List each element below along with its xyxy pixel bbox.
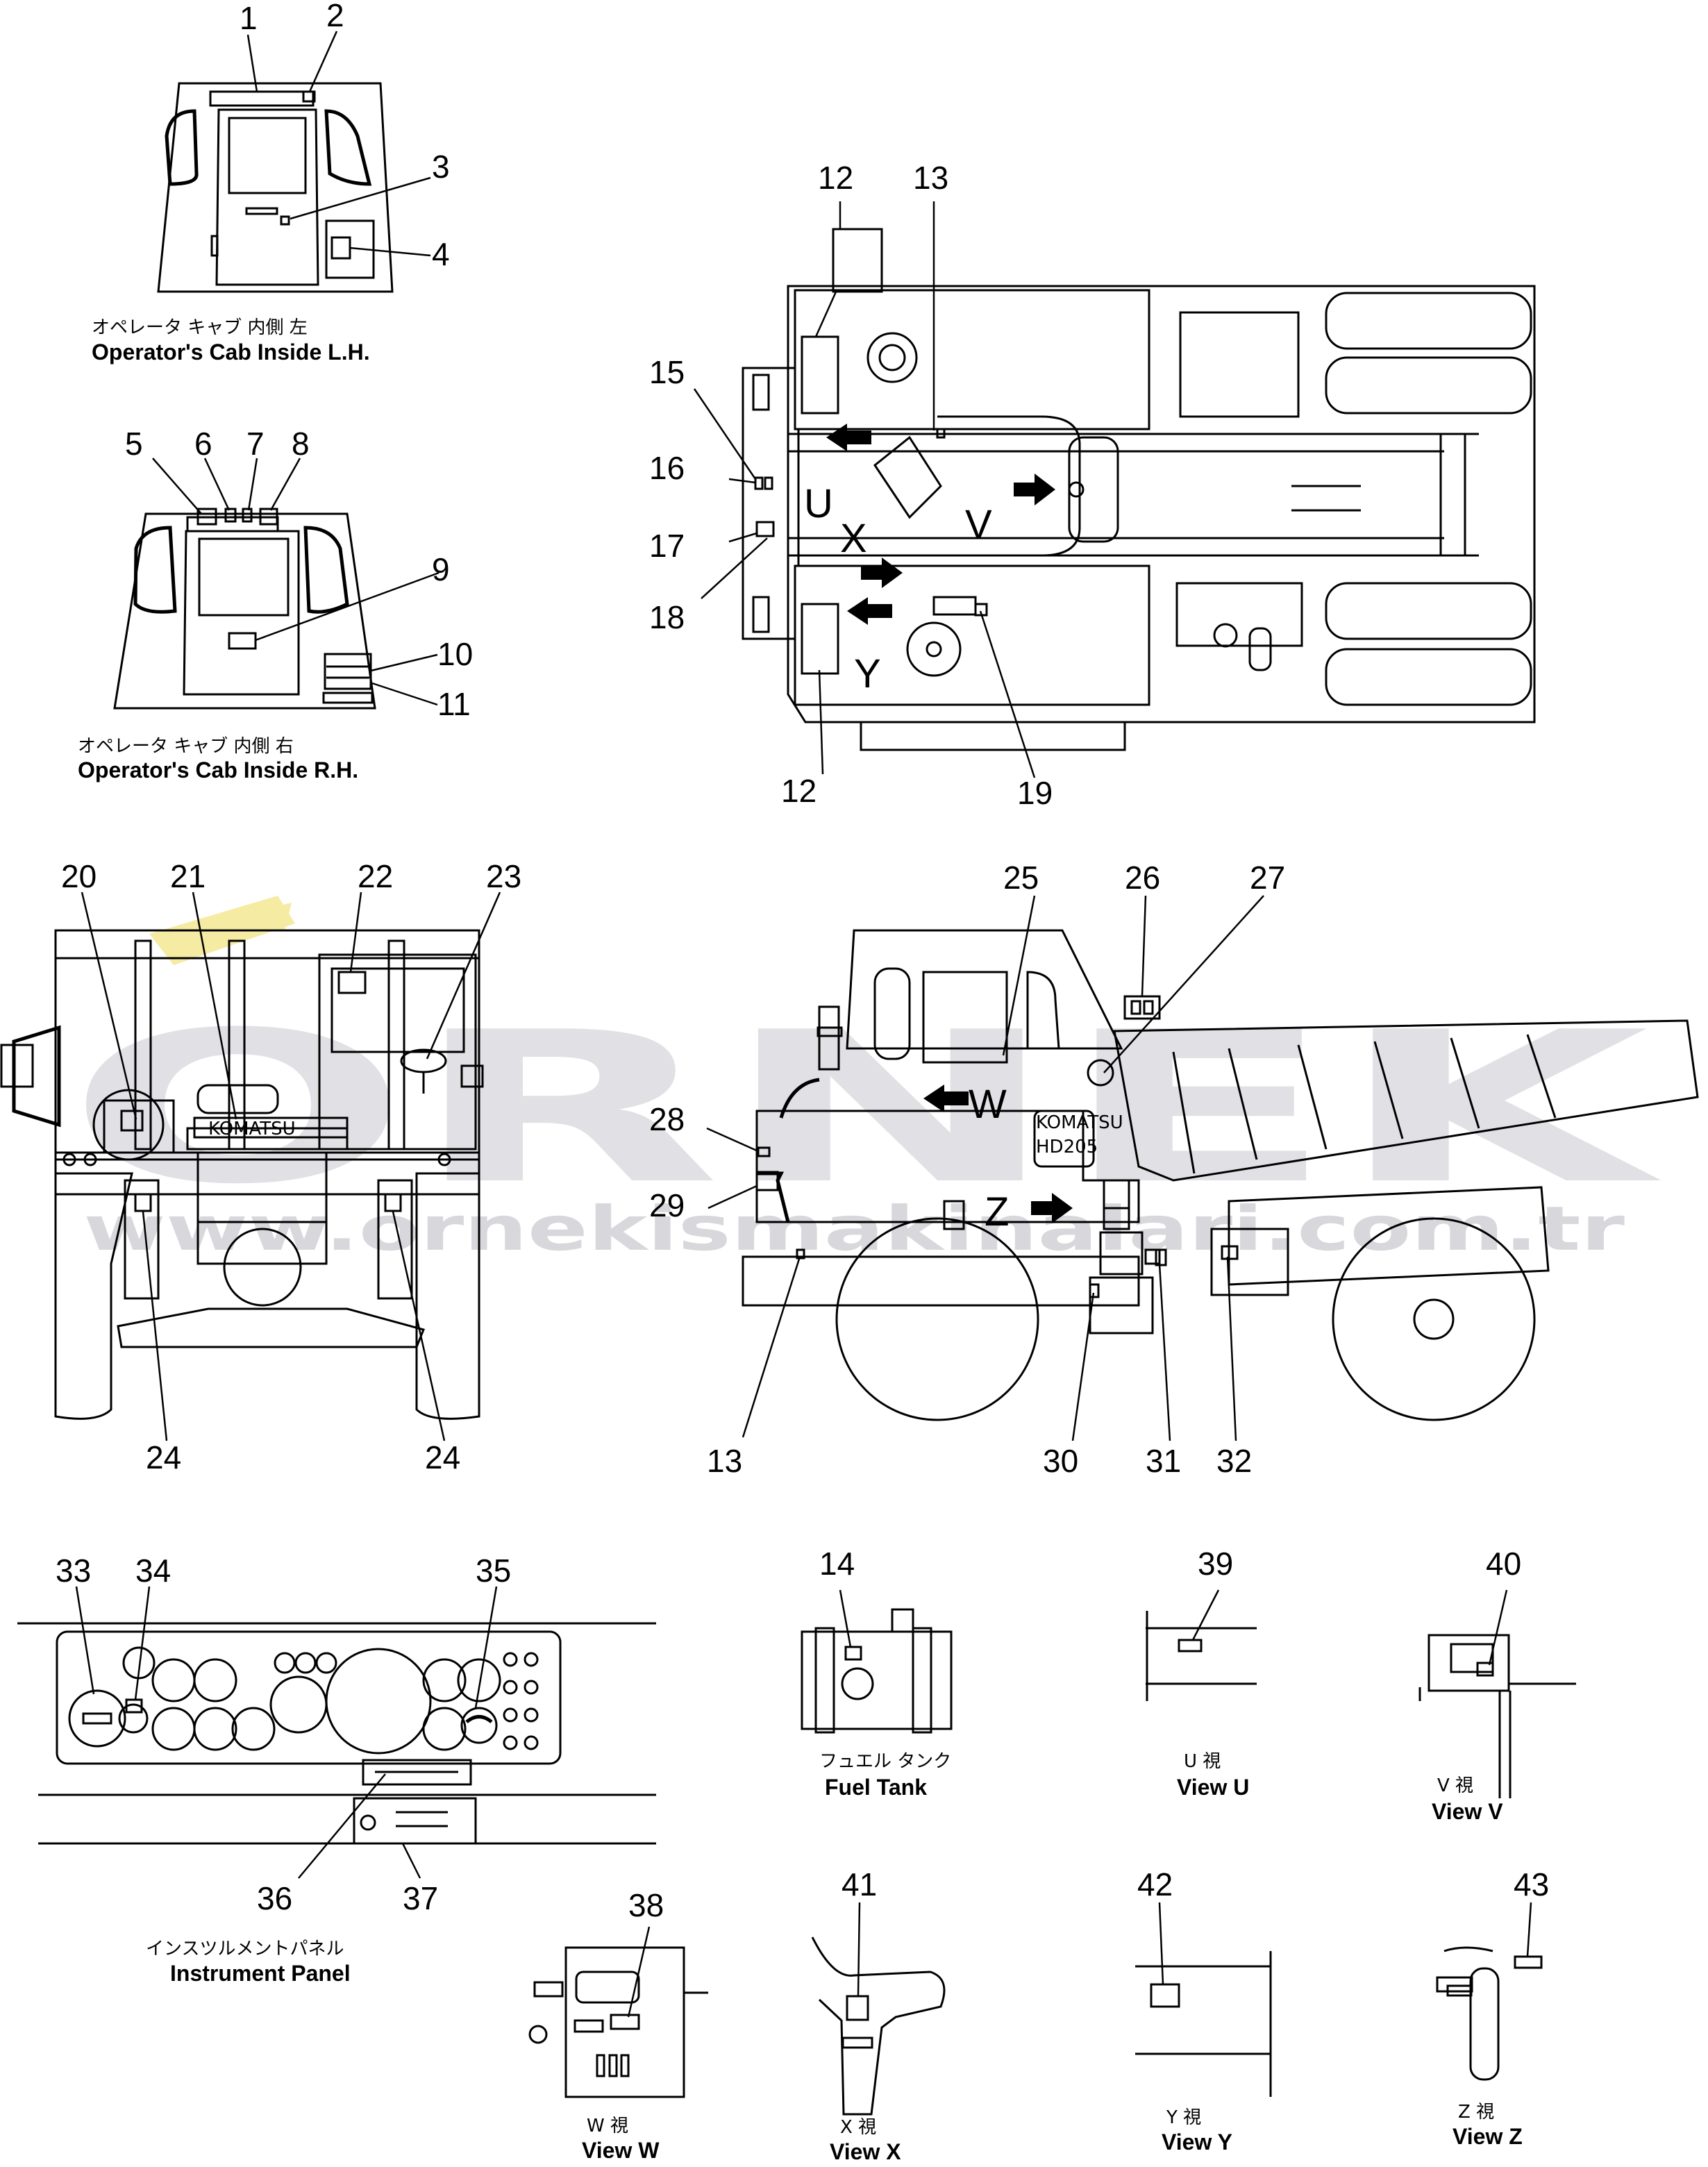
callout-30: 30 — [1043, 1443, 1078, 1479]
instrument-panel: 33 34 35 36 37 インスツルメントパネル Instrument Pa… — [17, 1553, 656, 1986]
model-plate-line1: KOMATSU — [1036, 1112, 1123, 1133]
callout-7: 7 — [246, 426, 265, 462]
view-letter-y: Y — [854, 651, 881, 696]
callout-31: 31 — [1146, 1443, 1181, 1479]
view-arrow-z-icon — [1031, 1193, 1073, 1223]
caption-fuel-jp: フュエル タンク — [819, 1751, 951, 1772]
caption-cab-rh: Operator's Cab Inside R.H. — [78, 758, 358, 783]
side-view: KOMATSU HD205 W Z 25 26 27 28 29 13 30 3… — [649, 860, 1699, 1479]
model-plate-line2: HD205 — [1036, 1137, 1098, 1157]
callout-20: 20 — [61, 858, 97, 894]
caption-view-y-jp: Y 視 — [1166, 2107, 1201, 2128]
callout-3: 3 — [432, 149, 450, 185]
callout-32: 32 — [1216, 1443, 1252, 1479]
view-letter-u: U — [804, 481, 833, 526]
callout-18: 18 — [649, 599, 685, 635]
callout-29: 29 — [649, 1187, 685, 1223]
view-arrow-u-icon — [826, 424, 871, 451]
view-arrow-v-icon — [1014, 474, 1055, 505]
callout-35: 35 — [476, 1553, 511, 1589]
watermark: ORNEK www.ornekismakinalari.com.tr — [66, 896, 1664, 1264]
callout-14: 14 — [819, 1546, 855, 1582]
view-z: 43 Z 視 View Z — [1436, 1866, 1549, 2149]
callout-9: 9 — [432, 551, 450, 587]
callout-19: 19 — [1017, 775, 1053, 811]
view-arrow-y-icon — [847, 597, 892, 625]
callout-42: 42 — [1137, 1866, 1173, 1902]
callout-25: 25 — [1003, 860, 1039, 896]
callout-13-top: 13 — [913, 160, 948, 196]
front-view: KOMATSU 20 21 22 23 24 24 — [0, 858, 521, 1475]
caption-view-x: View X — [830, 2139, 901, 2164]
callout-11: 11 — [437, 686, 471, 722]
cab-inside-rh: 5 6 7 8 9 10 11 オペレータ キャブ 内側 右 Operator'… — [78, 426, 473, 783]
caption-cab-lh-jp: オペレータ キャブ 内側 左 — [92, 317, 308, 338]
callout-36: 36 — [257, 1880, 292, 1916]
callout-24-right: 24 — [425, 1439, 460, 1475]
callout-17: 17 — [649, 528, 685, 564]
callout-5: 5 — [125, 426, 143, 462]
callout-4: 4 — [432, 236, 450, 272]
view-arrow-w-icon — [923, 1085, 969, 1112]
callout-22: 22 — [358, 858, 393, 894]
caption-view-y: View Y — [1162, 2130, 1232, 2155]
front-badge: KOMATSU — [208, 1119, 296, 1139]
cab-inside-lh: 1 2 3 4 オペレータ キャブ 内側 左 Operator's Cab In… — [92, 0, 450, 365]
callout-2: 2 — [326, 0, 344, 33]
callout-41: 41 — [842, 1866, 877, 1902]
caption-cab-lh: Operator's Cab Inside L.H. — [92, 340, 370, 365]
caption-panel-jp: インスツルメントパネル — [146, 1939, 344, 1959]
caption-view-z-jp: Z 視 — [1458, 2102, 1494, 2123]
top-view: U X Y V 12 13 15 16 17 18 12 19 — [649, 160, 1536, 811]
callout-33: 33 — [56, 1553, 91, 1589]
caption-view-x-jp: X 視 — [840, 2117, 876, 2138]
view-y: 42 Y 視 View Y — [1135, 1866, 1272, 2155]
callout-10: 10 — [437, 636, 473, 672]
callout-26: 26 — [1125, 860, 1160, 896]
callout-16: 16 — [649, 450, 685, 486]
callout-34: 34 — [135, 1553, 171, 1589]
caption-view-z: View Z — [1452, 2124, 1523, 2149]
callout-12-bottom: 12 — [781, 773, 817, 809]
caption-view-u-jp: U 視 — [1184, 1751, 1221, 1772]
caption-fuel: Fuel Tank — [825, 1775, 927, 1800]
callout-40: 40 — [1486, 1546, 1521, 1582]
caption-view-v-jp: V 視 — [1437, 1775, 1473, 1796]
callout-15: 15 — [649, 354, 685, 390]
view-letter-v: V — [965, 502, 992, 547]
caption-view-w: View W — [582, 2138, 660, 2163]
callout-28: 28 — [649, 1101, 685, 1137]
callout-8: 8 — [292, 426, 310, 462]
view-letter-z: Z — [985, 1189, 1009, 1235]
callout-13-side: 13 — [707, 1443, 742, 1479]
caption-cab-rh-jp: オペレータ キャブ 内側 右 — [78, 736, 294, 757]
callout-39: 39 — [1198, 1546, 1233, 1582]
view-x: 41 X 視 View X — [811, 1866, 946, 2164]
callout-23: 23 — [486, 858, 521, 894]
callout-1: 1 — [240, 0, 258, 36]
caption-view-w-jp: W 視 — [587, 2116, 628, 2136]
callout-24-left: 24 — [146, 1439, 181, 1475]
view-u: 39 U 視 View U — [1146, 1546, 1257, 1800]
caption-view-v: View V — [1432, 1799, 1503, 1824]
view-v: 40 V 視 View V — [1418, 1546, 1576, 1824]
view-arrow-x-icon — [861, 558, 903, 588]
callout-37: 37 — [403, 1880, 438, 1916]
caption-panel: Instrument Panel — [170, 1961, 351, 1986]
view-w: 38 W 視 View W — [528, 1887, 708, 2163]
callout-27: 27 — [1250, 860, 1285, 896]
view-letter-x: X — [840, 516, 867, 561]
watermark-url: www.ornekismakinalari.com.tr — [83, 1193, 1625, 1264]
callout-12-top: 12 — [818, 160, 853, 196]
callout-6: 6 — [194, 426, 212, 462]
view-letter-w: W — [969, 1082, 1007, 1127]
callout-38: 38 — [628, 1887, 664, 1923]
callout-43: 43 — [1514, 1866, 1549, 1902]
callout-21: 21 — [170, 858, 206, 894]
fuel-tank: 14 フュエル タンク Fuel Tank — [801, 1546, 953, 1800]
caption-view-u: View U — [1177, 1775, 1249, 1800]
